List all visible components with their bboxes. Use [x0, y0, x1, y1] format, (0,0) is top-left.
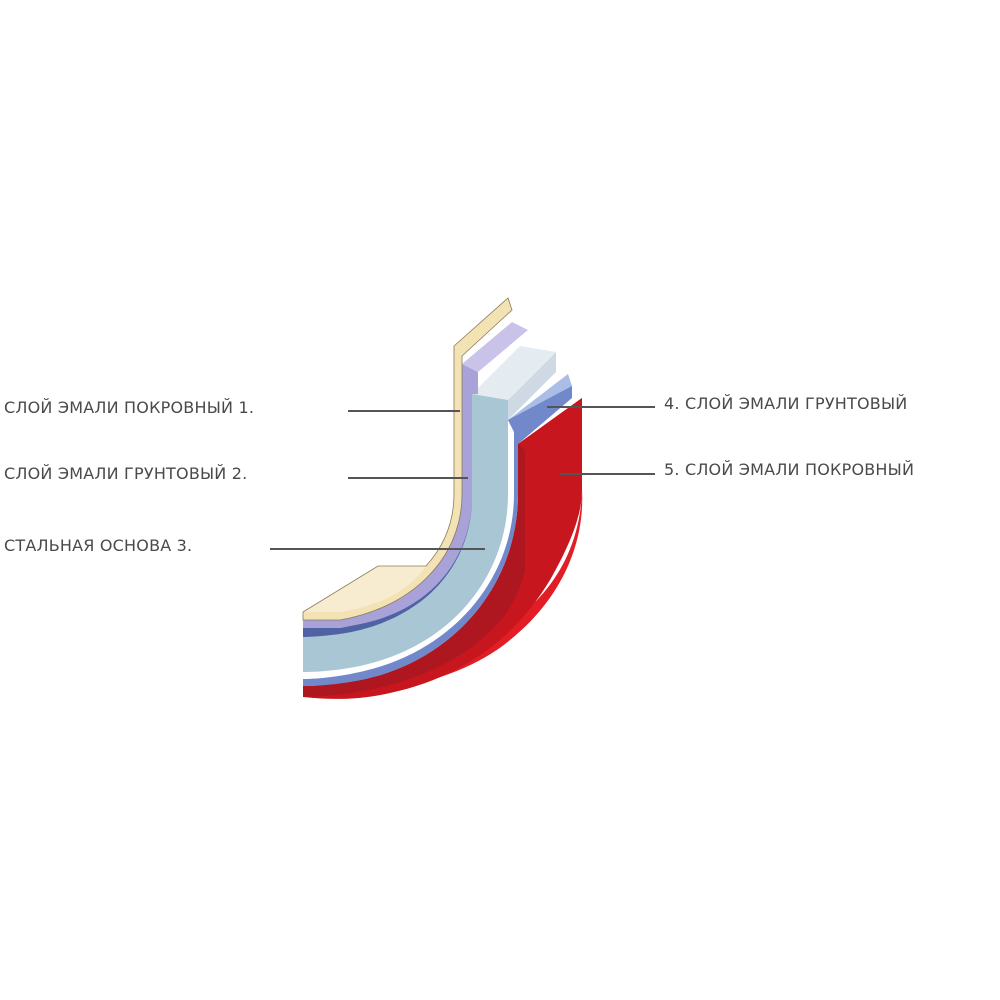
- layer-cover-outer-edge: [303, 444, 525, 697]
- label-layer-2: СЛОЙ ЭМАЛИ ГРУНТОВЫЙ 2.: [4, 464, 248, 483]
- layer-cover-inner: [302, 297, 513, 621]
- layer-cover-inner-top: [454, 298, 512, 356]
- layer-cover-inner-bottom-face: [303, 566, 426, 612]
- leader-line-layer-5: [560, 473, 655, 475]
- label-layer-1: СЛОЙ ЭМАЛИ ПОКРОВНЫЙ 1.: [4, 398, 255, 417]
- label-layer-4: 4. СЛОЙ ЭМАЛИ ГРУНТОВЫЙ: [664, 394, 908, 413]
- layer-primer-outer-front: [303, 386, 572, 686]
- layer-primer-inner-top: [462, 322, 528, 372]
- layer-steel-top-right: [508, 352, 556, 420]
- leader-line-layer-4: [547, 406, 655, 408]
- layer-steel-front: [303, 394, 508, 672]
- layer-cover-outer: [303, 398, 583, 699]
- layer-steel-top: [472, 346, 556, 400]
- label-layer-5: 5. СЛОЙ ЭМАЛИ ПОКРОВНЫЙ: [664, 460, 915, 479]
- leader-line-layer-2: [348, 477, 468, 479]
- layer-cover-inner-outline: [302, 297, 513, 621]
- layer-steel: [303, 346, 556, 672]
- leader-line-layer-3: [270, 548, 485, 550]
- layer-primer-inner: [303, 322, 528, 637]
- layer-cover-outer-front: [303, 398, 582, 699]
- layer-primer-outer: [303, 374, 572, 686]
- leader-line-layer-1: [348, 410, 460, 412]
- label-layer-3: СТАЛЬНАЯ ОСНОВА 3.: [4, 536, 193, 555]
